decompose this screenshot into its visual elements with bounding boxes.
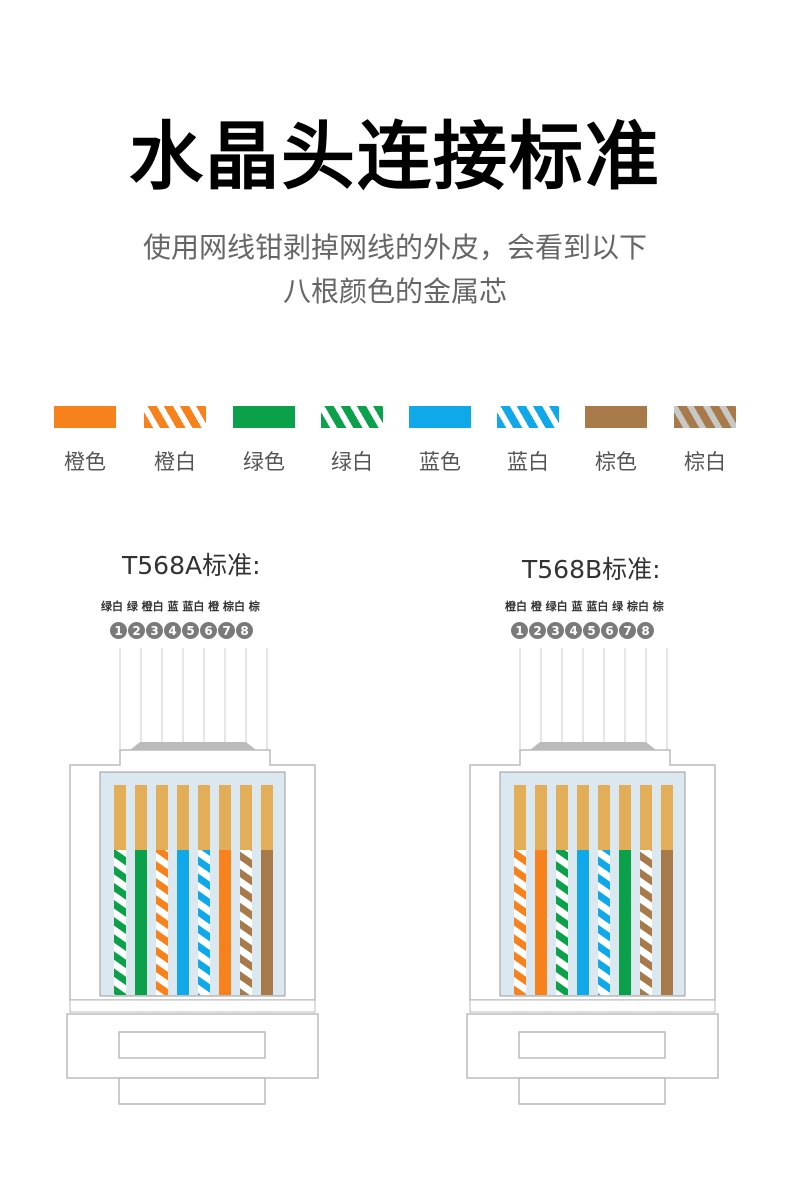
pin-number-badge: 3 xyxy=(547,622,564,639)
pin-number-badge: 6 xyxy=(601,622,618,639)
color-swatch xyxy=(54,406,116,428)
color-swatch xyxy=(497,406,559,428)
t568b-connector-diagram xyxy=(466,648,719,1105)
legend-item: 棕白 xyxy=(660,406,750,476)
legend-item: 绿白 xyxy=(307,406,397,476)
legend-label: 棕白 xyxy=(684,450,726,474)
legend-label: 蓝白 xyxy=(507,450,549,474)
subtitle: 使用网线钳剥掉网线的外皮，会看到以下 八根颜色的金属芯 xyxy=(0,226,790,314)
legend-label: 蓝色 xyxy=(419,450,461,474)
pin-number-badge: 7 xyxy=(619,622,636,639)
legend-item: 橙白 xyxy=(130,406,220,476)
legend-item: 棕色 xyxy=(571,406,661,476)
legend-item: 蓝白 xyxy=(483,406,573,476)
color-swatch xyxy=(144,406,206,428)
t568a-title: T568A标准: xyxy=(122,551,261,580)
color-swatch xyxy=(674,406,736,428)
subtitle-line-1: 使用网线钳剥掉网线的外皮，会看到以下 xyxy=(142,231,647,264)
page-title: 水晶头连接标准 xyxy=(129,114,661,200)
color-swatch xyxy=(233,406,295,428)
legend-label: 绿白 xyxy=(331,450,373,474)
color-swatch xyxy=(409,406,471,428)
color-swatch xyxy=(585,406,647,428)
pin-number-badge: 8 xyxy=(637,622,654,639)
pin-number-badge: 2 xyxy=(128,622,145,639)
t568a-pin-labels: 绿白 绿 橙白 蓝 蓝白 橙 棕白 棕 xyxy=(101,600,260,613)
pin-number-badge: 4 xyxy=(164,622,181,639)
pin-number-badge: 2 xyxy=(529,622,546,639)
legend-label: 橙白 xyxy=(154,450,196,474)
pin-number-badge: 8 xyxy=(236,622,253,639)
pin-number-badge: 1 xyxy=(110,622,127,639)
pin-number-badge: 6 xyxy=(200,622,217,639)
pin-number-badge: 3 xyxy=(146,622,163,639)
legend-label: 橙色 xyxy=(64,450,106,474)
t568b-title: T568B标准: xyxy=(522,555,661,584)
t568b-pin-labels: 橙白 橙 绿白 蓝 蓝白 绿 棕白 棕 xyxy=(505,600,664,613)
color-swatch xyxy=(321,406,383,428)
pin-number-badge: 7 xyxy=(218,622,235,639)
legend-item: 橙色 xyxy=(40,406,130,476)
legend-label: 棕色 xyxy=(595,450,637,474)
pin-number-badge: 5 xyxy=(583,622,600,639)
pin-number-badge: 4 xyxy=(565,622,582,639)
legend-item: 蓝色 xyxy=(395,406,485,476)
legend-label: 绿色 xyxy=(243,450,285,474)
subtitle-line-2: 八根颜色的金属芯 xyxy=(282,275,507,308)
t568a-connector-diagram xyxy=(66,648,319,1105)
pin-number-badge: 5 xyxy=(182,622,199,639)
legend-item: 绿色 xyxy=(219,406,309,476)
pin-number-badge: 1 xyxy=(511,622,528,639)
